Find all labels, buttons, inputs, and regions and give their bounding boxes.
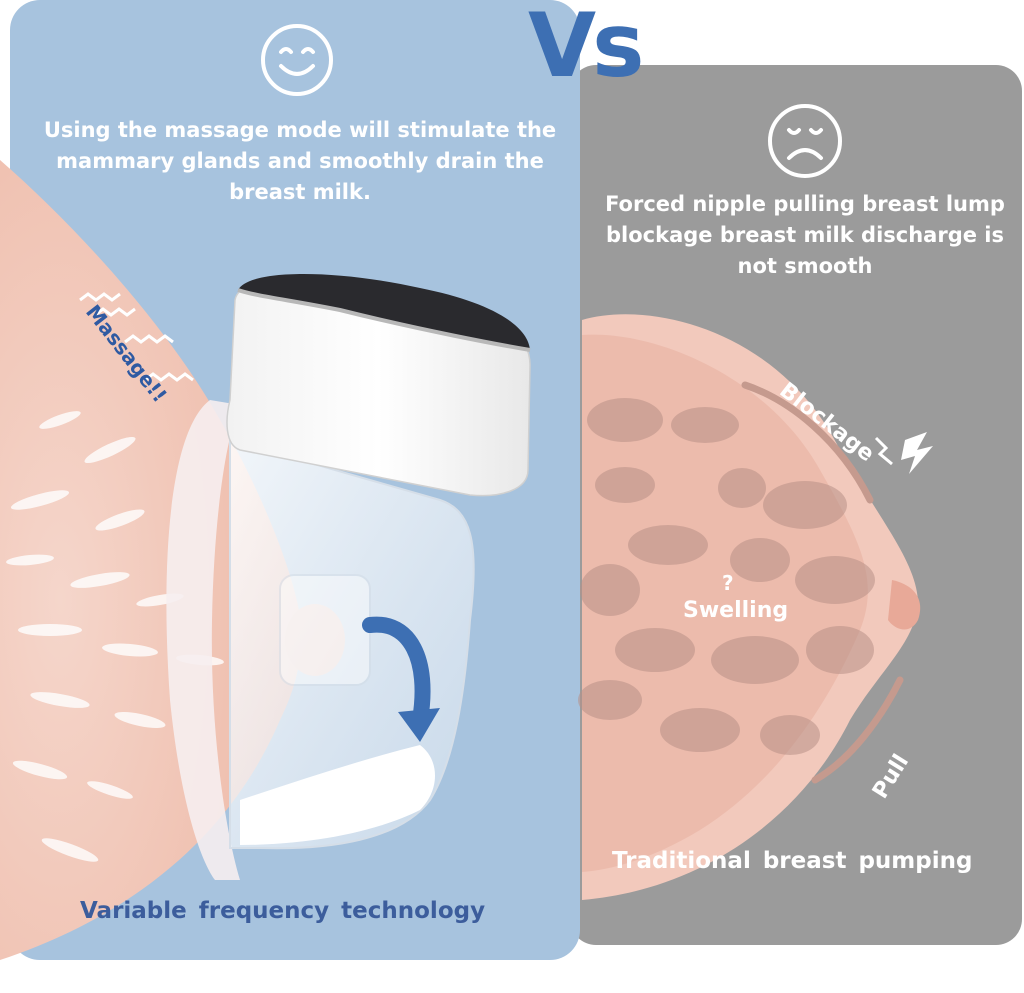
traditional-pump-description: Forced nipple pulling breast lump blocka… — [605, 192, 1005, 278]
variable-frequency-caption: Variable frequency technology — [80, 898, 486, 924]
breast-with-pump-illustration — [0, 160, 531, 960]
svg-text:?: ? — [722, 571, 734, 595]
breast-diagram-illustration: ? — [578, 314, 933, 900]
sad-face-icon — [768, 104, 842, 178]
massage-wave-lines — [79, 292, 194, 382]
vs-heading: Vs — [528, 0, 645, 97]
massage-mode-description: Using the massage mode will stimulate th… — [43, 118, 557, 204]
swelling-label: Swelling — [683, 598, 789, 623]
smiley-face-icon — [261, 24, 333, 96]
traditional-pumping-caption: Traditional breast pumping — [612, 848, 973, 874]
